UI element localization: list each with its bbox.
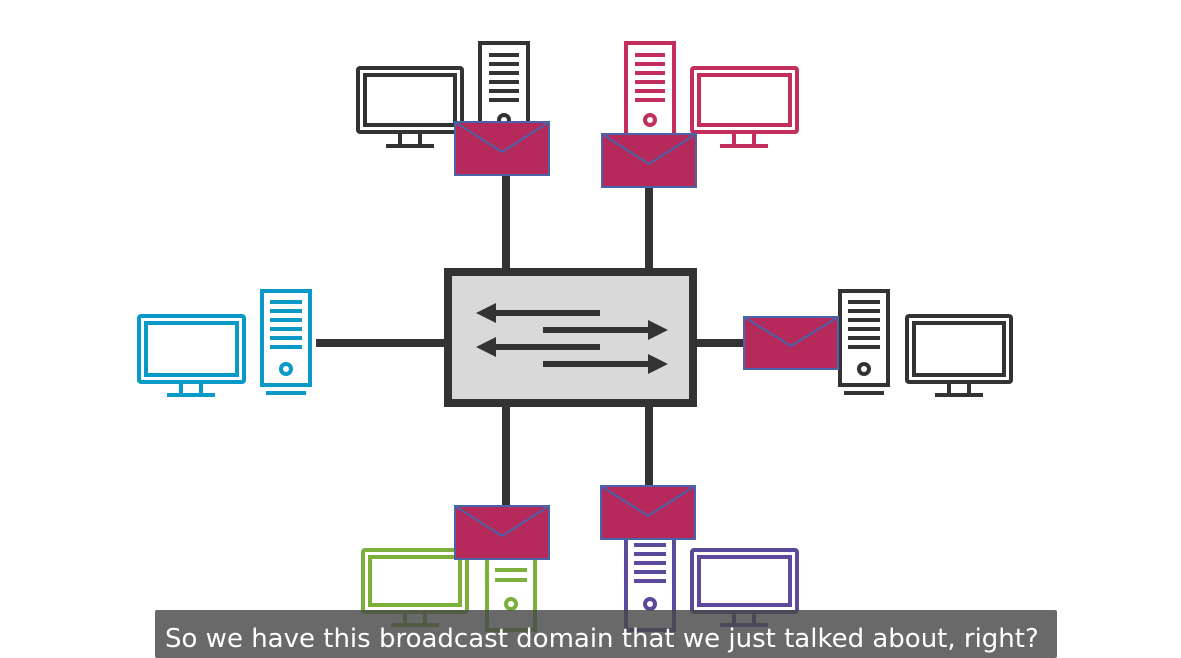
- subtitle-caption: So we have this broadcast domain that we…: [155, 610, 1057, 658]
- envelope-icon: [600, 485, 696, 540]
- tower-icon: [260, 289, 312, 395]
- tower-icon: [478, 41, 530, 137]
- host-top-left: [356, 41, 530, 148]
- tower-icon: [838, 289, 890, 395]
- monitor-icon: [905, 314, 1013, 397]
- monitor-icon: [356, 66, 464, 148]
- switch-arrows-icon: [476, 303, 668, 374]
- host-left: [137, 289, 312, 397]
- network-links: [316, 175, 745, 508]
- envelope-icon: [601, 133, 697, 188]
- host-right: [838, 289, 1013, 397]
- tower-icon: [624, 41, 676, 137]
- envelope-icon: [454, 121, 550, 176]
- broadcast-envelopes: [454, 121, 839, 560]
- subtitle-text: So we have this broadcast domain that we…: [165, 624, 1039, 654]
- envelope-icon: [743, 316, 839, 370]
- monitor-icon: [137, 314, 246, 397]
- envelope-icon: [454, 505, 550, 560]
- monitor-icon: [690, 66, 799, 148]
- network-switch: [444, 268, 697, 407]
- host-top-right: [624, 41, 799, 148]
